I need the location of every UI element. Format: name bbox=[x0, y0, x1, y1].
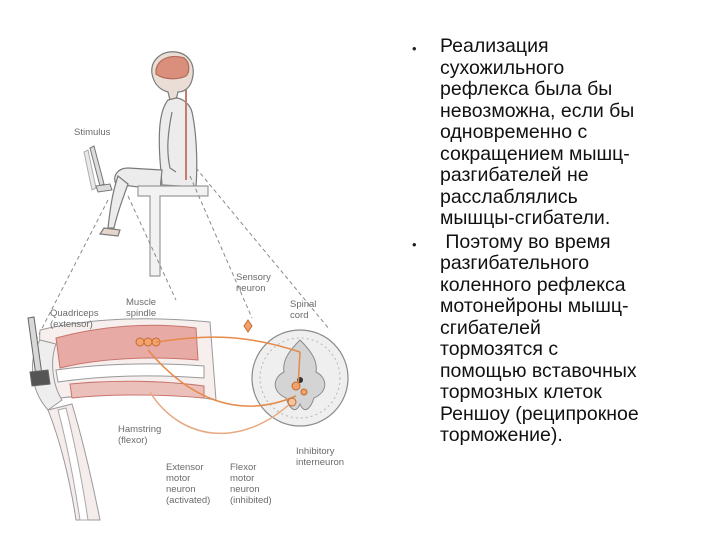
bullet-list: • Реализация сухожильного рефлекса была … bbox=[412, 36, 712, 449]
bullet-line: разгибателей не bbox=[440, 165, 712, 187]
bullet-line: торможение). bbox=[440, 425, 712, 447]
bullet-line: расслаблялись bbox=[440, 187, 712, 209]
bullet-marker: • bbox=[412, 38, 417, 60]
spinal-cord-section bbox=[252, 330, 348, 426]
inhibitory-interneuron-label: Inhibitory interneuron bbox=[296, 446, 344, 468]
bullet-line: Реализация bbox=[440, 36, 712, 58]
bullet-line: одновременно с bbox=[440, 122, 712, 144]
knee-reflex-illustration: Stimulus Sensory neuron Spinal cord Quad… bbox=[0, 0, 400, 540]
stool bbox=[138, 186, 208, 276]
bullet-line: тормозных клеток bbox=[440, 382, 712, 404]
bullet-item-2: • Поэтому во время разгибательного колен… bbox=[412, 232, 712, 447]
sensory-neuron-label: Sensory neuron bbox=[236, 272, 271, 294]
spinal-cord-label: Spinal cord bbox=[290, 299, 316, 321]
bullet-line: Поэтому во время bbox=[440, 232, 712, 254]
bullet-line: Реншоу (реципрокное bbox=[440, 404, 712, 426]
bullet-line: коленного рефлекса bbox=[440, 275, 712, 297]
bullet-line: разгибательного bbox=[440, 253, 712, 275]
bullet-line: сгибателей bbox=[440, 318, 712, 340]
muscle-spindle-label: Muscle spindle bbox=[126, 297, 156, 319]
torso bbox=[159, 98, 197, 187]
bullet-line: помощью вставочных bbox=[440, 361, 712, 383]
seated-person bbox=[100, 52, 208, 276]
stimulus-label: Stimulus bbox=[74, 127, 110, 138]
bullet-line: рефлекса была бы bbox=[440, 79, 712, 101]
hamstring-label: Hamstring (flexor) bbox=[118, 424, 161, 446]
reflex-hammer-small bbox=[84, 146, 112, 192]
foot bbox=[100, 228, 120, 236]
bullet-line: мотонейроны мышц- bbox=[440, 296, 712, 318]
flexor-motor-neuron-label: Flexor motor neuron (inhibited) bbox=[230, 462, 272, 506]
bullet-marker: • bbox=[412, 234, 417, 256]
bullet-line: невозможна, если бы bbox=[440, 101, 712, 123]
bullet-line: тормозятся с bbox=[440, 339, 712, 361]
bullet-line: сокращением мышц- bbox=[440, 144, 712, 166]
bullet-item-1: • Реализация сухожильного рефлекса была … bbox=[412, 36, 712, 230]
quadriceps-label: Quadriceps (extensor) bbox=[50, 308, 99, 330]
shin bbox=[108, 176, 128, 228]
bullet-line: мышцы-сгибатели. bbox=[440, 208, 712, 230]
extensor-motor-neuron-label: Extensor motor neuron (activated) bbox=[166, 462, 210, 506]
bullet-line: сухожильного bbox=[440, 58, 712, 80]
